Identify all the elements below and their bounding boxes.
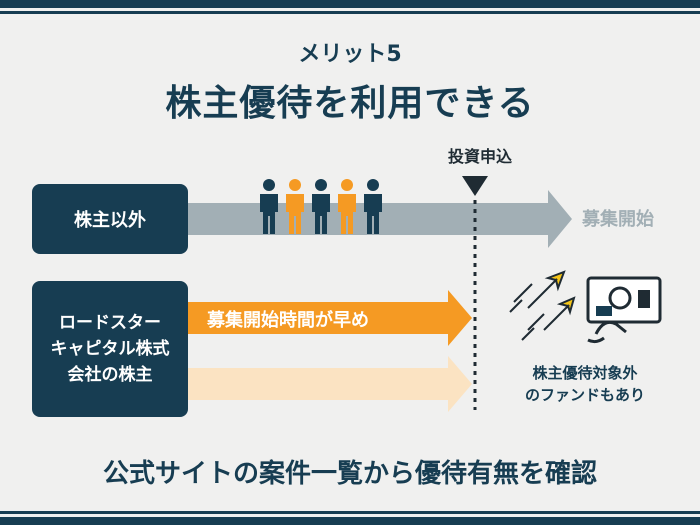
rocket-arrows-icon [509,270,576,341]
recruitment-start-label: 募集開始 [582,209,654,230]
person-icon [260,179,278,234]
person-icon [286,179,304,234]
non-shareholder-text: 株主以外 [74,210,146,231]
investment-application-label: 投資申込 [447,147,512,166]
person-icon [338,179,356,234]
top-border-line [0,11,700,14]
early-arrow [188,290,472,346]
bottom-border [0,517,700,525]
shareholder-arrow-light [188,356,472,412]
non-shareholder-label: 株主以外 [32,184,188,254]
people-group [260,179,382,234]
general-arrow [188,190,572,248]
footer-text: 公式サイトの案件一覧から優待有無を確認 [102,459,597,489]
person-icon [364,179,382,234]
subtitle: メリット5 [298,42,402,67]
marker-triangle [462,176,488,196]
bottom-border-line [0,511,700,514]
top-border [0,0,700,8]
shareholder-line-3: 会社の株主 [67,365,153,385]
person-icon [312,179,330,234]
note-line-2: のファンドもあり [524,386,645,404]
hand-card-icon [586,276,662,344]
page-title: 株主優待を利用できる [165,83,535,124]
early-recruitment-label: 募集開始時間が早め [207,310,369,331]
shareholder-line-2: キャピタル株式 [50,339,170,359]
shareholder-label: ロードスター キャピタル株式 会社の株主 [32,281,188,417]
shareholder-line-1: ロードスター [59,313,161,333]
exclusion-note: 株主優待対象外 のファンドもあり [500,362,670,406]
note-line-1: 株主優待対象外 [532,364,638,382]
